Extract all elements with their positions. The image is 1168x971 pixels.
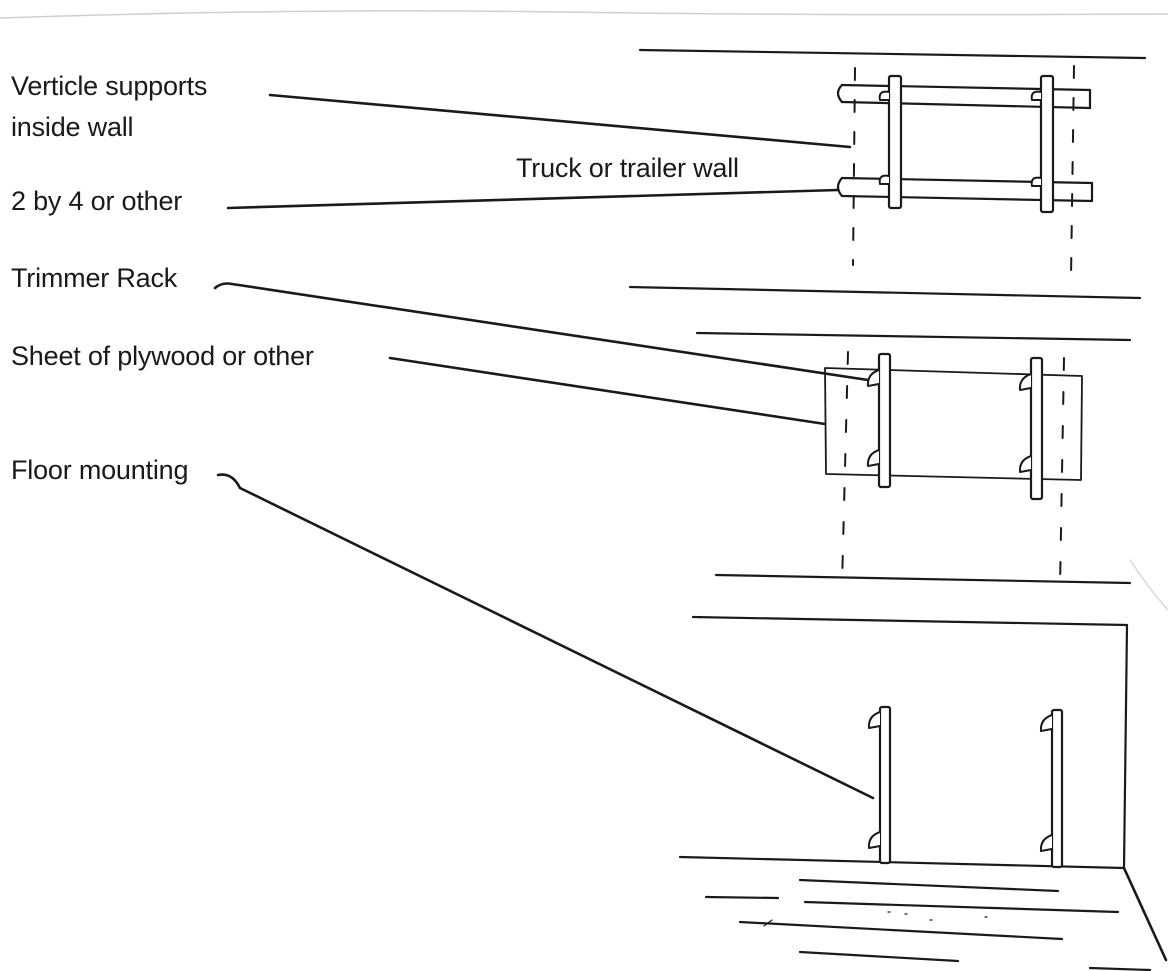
room-back-corner (1122, 623, 1129, 870)
room-ceiling-line (691, 615, 1129, 627)
rack-bar-left-top (878, 74, 903, 210)
label-plywood: Sheet of plywood or other (11, 341, 314, 371)
rack-bar-right-floor (1039, 708, 1064, 869)
leader-trimmer-rack (213, 282, 870, 382)
middle-bottom-line (714, 573, 1132, 585)
vertical-support-right (1070, 65, 1075, 279)
label-vertical-supports-line2: inside wall (11, 112, 134, 142)
leader-two-by-four (226, 188, 840, 210)
room-floor-back-line (678, 855, 1126, 870)
label-truck-wall: Truck or trailer wall (516, 153, 739, 183)
middle-top-line (695, 331, 1132, 342)
rack-bar-left-middle (866, 352, 892, 489)
leader-lines (213, 93, 875, 800)
floor-specks (763, 911, 988, 927)
vertical-support-left (852, 67, 856, 266)
leader-floor-mounting (216, 473, 875, 800)
floor-mount-panel (678, 615, 1168, 971)
plywood-support-left (841, 351, 849, 586)
room-floor-side-line (1122, 866, 1168, 962)
rack-bar-left-floor (867, 705, 892, 865)
wall-mount-panel (628, 48, 1147, 300)
scan-fold-curve (1129, 559, 1168, 611)
wall-top-line (638, 48, 1147, 60)
label-trimmer-rack: Trimmer Rack (11, 263, 178, 293)
rack-bar-right-top (1030, 74, 1055, 214)
leader-vertical-supports (268, 93, 852, 149)
floor-boards (704, 878, 1152, 971)
leader-plywood (388, 356, 827, 426)
label-two-by-four: 2 by 4 or other (11, 186, 183, 216)
rack-bar-right-middle (1018, 356, 1044, 501)
scan-edge-curve (0, 10, 1168, 19)
wall-bottom-line (628, 285, 1142, 300)
plywood-sheet (824, 367, 1083, 481)
label-vertical-supports: Verticle supports (11, 71, 208, 101)
label-floor-mounting: Floor mounting (11, 455, 189, 485)
plywood-mount-panel (695, 331, 1132, 589)
plywood-support-right (1059, 357, 1065, 589)
